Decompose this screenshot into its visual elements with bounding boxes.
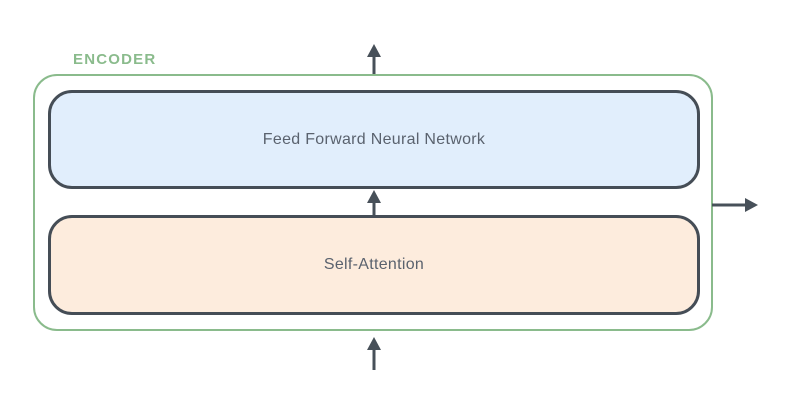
inter-block-arrow-up-icon	[367, 190, 381, 215]
output-arrow-right-icon	[712, 198, 758, 212]
encoder-container	[33, 74, 713, 331]
feed-forward-block: Feed Forward Neural Network	[48, 90, 700, 189]
self-attention-block: Self-Attention	[48, 215, 700, 315]
input-arrow-up-icon	[367, 337, 381, 370]
encoder-label: ENCODER	[73, 51, 157, 68]
feed-forward-label: Feed Forward Neural Network	[262, 130, 486, 148]
output-arrow-up-icon	[367, 44, 381, 74]
self-attention-label: Self-Attention	[323, 256, 425, 273]
